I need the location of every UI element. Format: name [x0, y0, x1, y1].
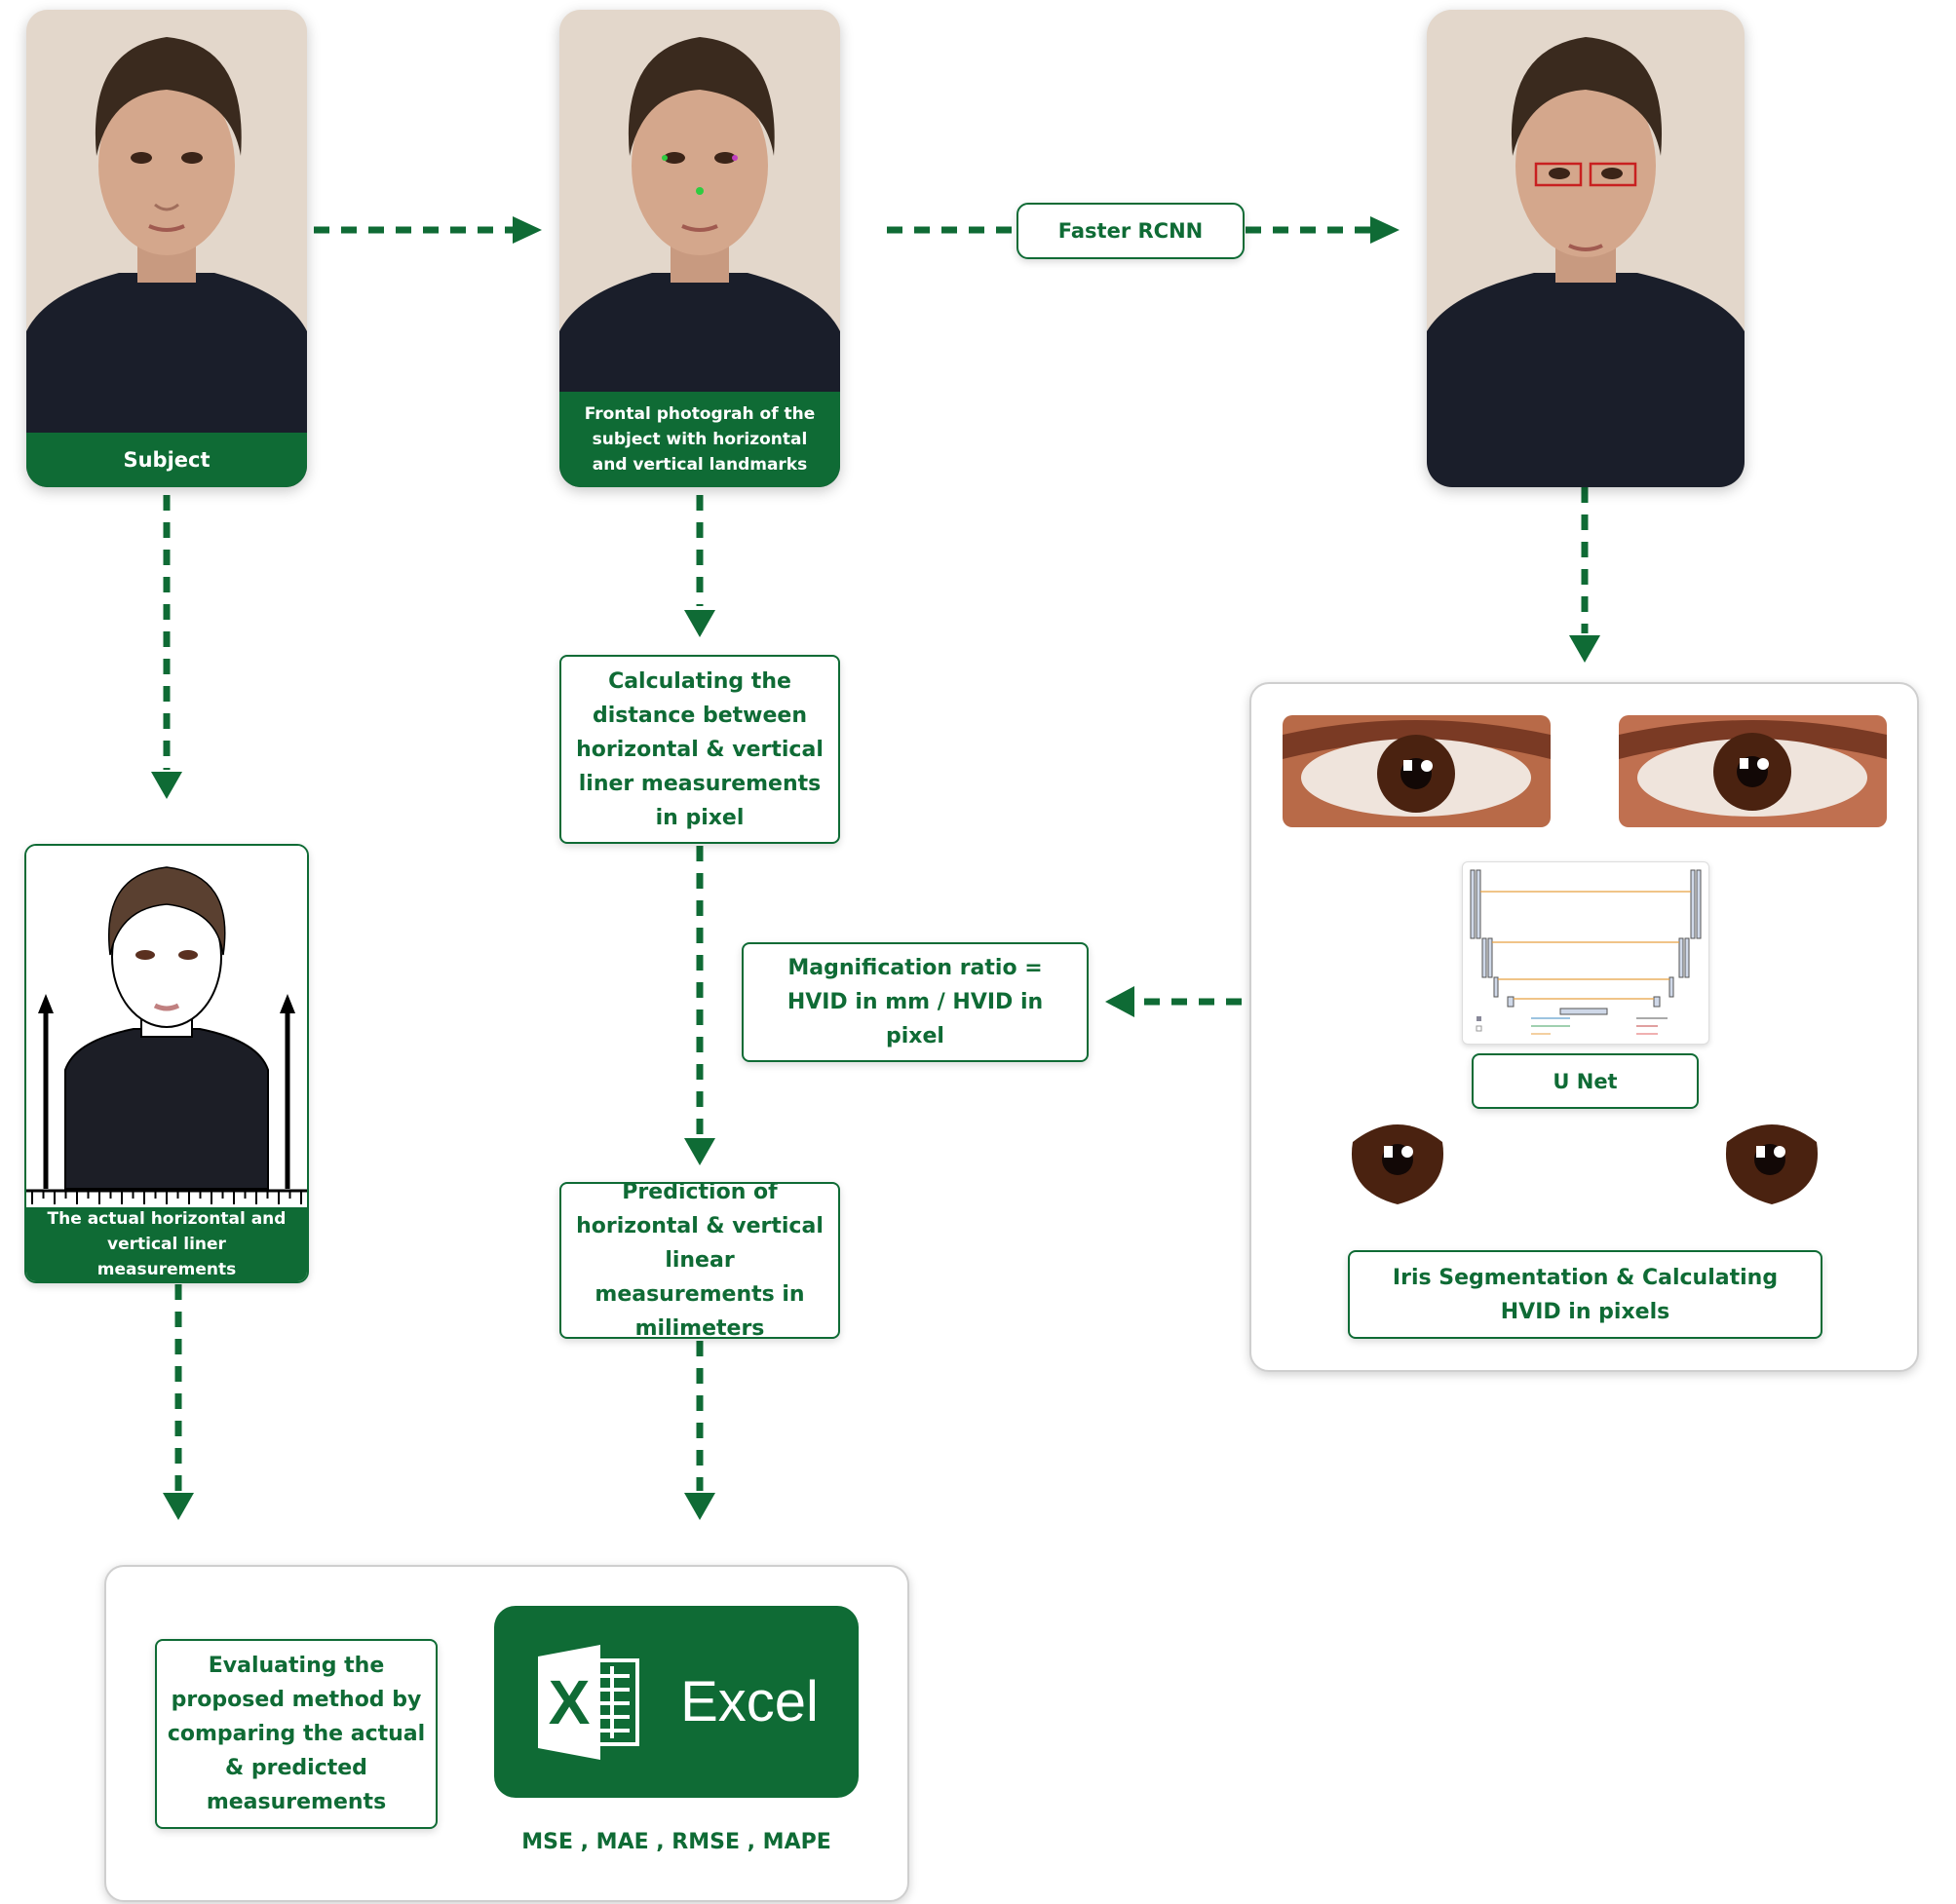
actual-measurements-card: The actual horizontal and vertical liner…	[24, 844, 309, 1283]
right-eye-crop-image	[1619, 715, 1887, 827]
subject-caption: Subject	[26, 433, 307, 487]
evaluating-box: Evaluating the proposed method by compar…	[155, 1639, 438, 1829]
child-portrait-image	[26, 10, 307, 487]
arrow-down-icon	[684, 1493, 715, 1520]
child-portrait-image	[1427, 10, 1745, 487]
iris-segmentation-box: Iris Segmentation & Calculating HVID in …	[1348, 1250, 1822, 1339]
arrow-right-icon	[1370, 216, 1400, 244]
left-iris-segmented-image	[1345, 1113, 1450, 1206]
landmarks-photo: Frontal photograh of the subject with ho…	[559, 10, 840, 487]
actual-measurements-caption: The actual horizontal and vertical liner…	[26, 1207, 307, 1281]
magnification-ratio-box: Magnification ratio = HVID in mm / HVID …	[742, 942, 1089, 1062]
unet-architecture-image	[1462, 861, 1709, 1045]
excel-label: Excel	[680, 1670, 819, 1733]
calc-distance-box: Calculating the distance between horizon…	[559, 655, 840, 844]
metrics-label: MSE , MAE , RMSE , MAPE	[521, 1830, 831, 1854]
arrow-down-icon	[163, 1493, 194, 1520]
arrow-down-icon	[684, 1138, 715, 1165]
left-eye-crop-image	[1283, 715, 1551, 827]
arrow-right-icon	[513, 216, 542, 244]
detected-eyes-photo	[1427, 10, 1745, 487]
arrow-left-icon	[1105, 986, 1134, 1017]
excel-letter: X	[548, 1666, 591, 1737]
excel-logo: X Excel	[494, 1606, 859, 1798]
unet-box: U Net	[1472, 1053, 1699, 1109]
arrow-down-icon	[684, 610, 715, 637]
landmarks-caption: Frontal photograh of the subject with ho…	[559, 392, 840, 487]
right-iris-segmented-image	[1719, 1113, 1824, 1206]
faster-rcnn-box: Faster RCNN	[1016, 203, 1245, 259]
arrow-down-icon	[151, 772, 182, 799]
sketch-measurement-image	[26, 846, 307, 1208]
subject-photo: Subject	[26, 10, 307, 487]
excel-icon: X	[534, 1643, 645, 1762]
prediction-box: Prediction of horizontal & vertical line…	[559, 1180, 840, 1341]
arrow-down-icon	[1569, 635, 1600, 663]
